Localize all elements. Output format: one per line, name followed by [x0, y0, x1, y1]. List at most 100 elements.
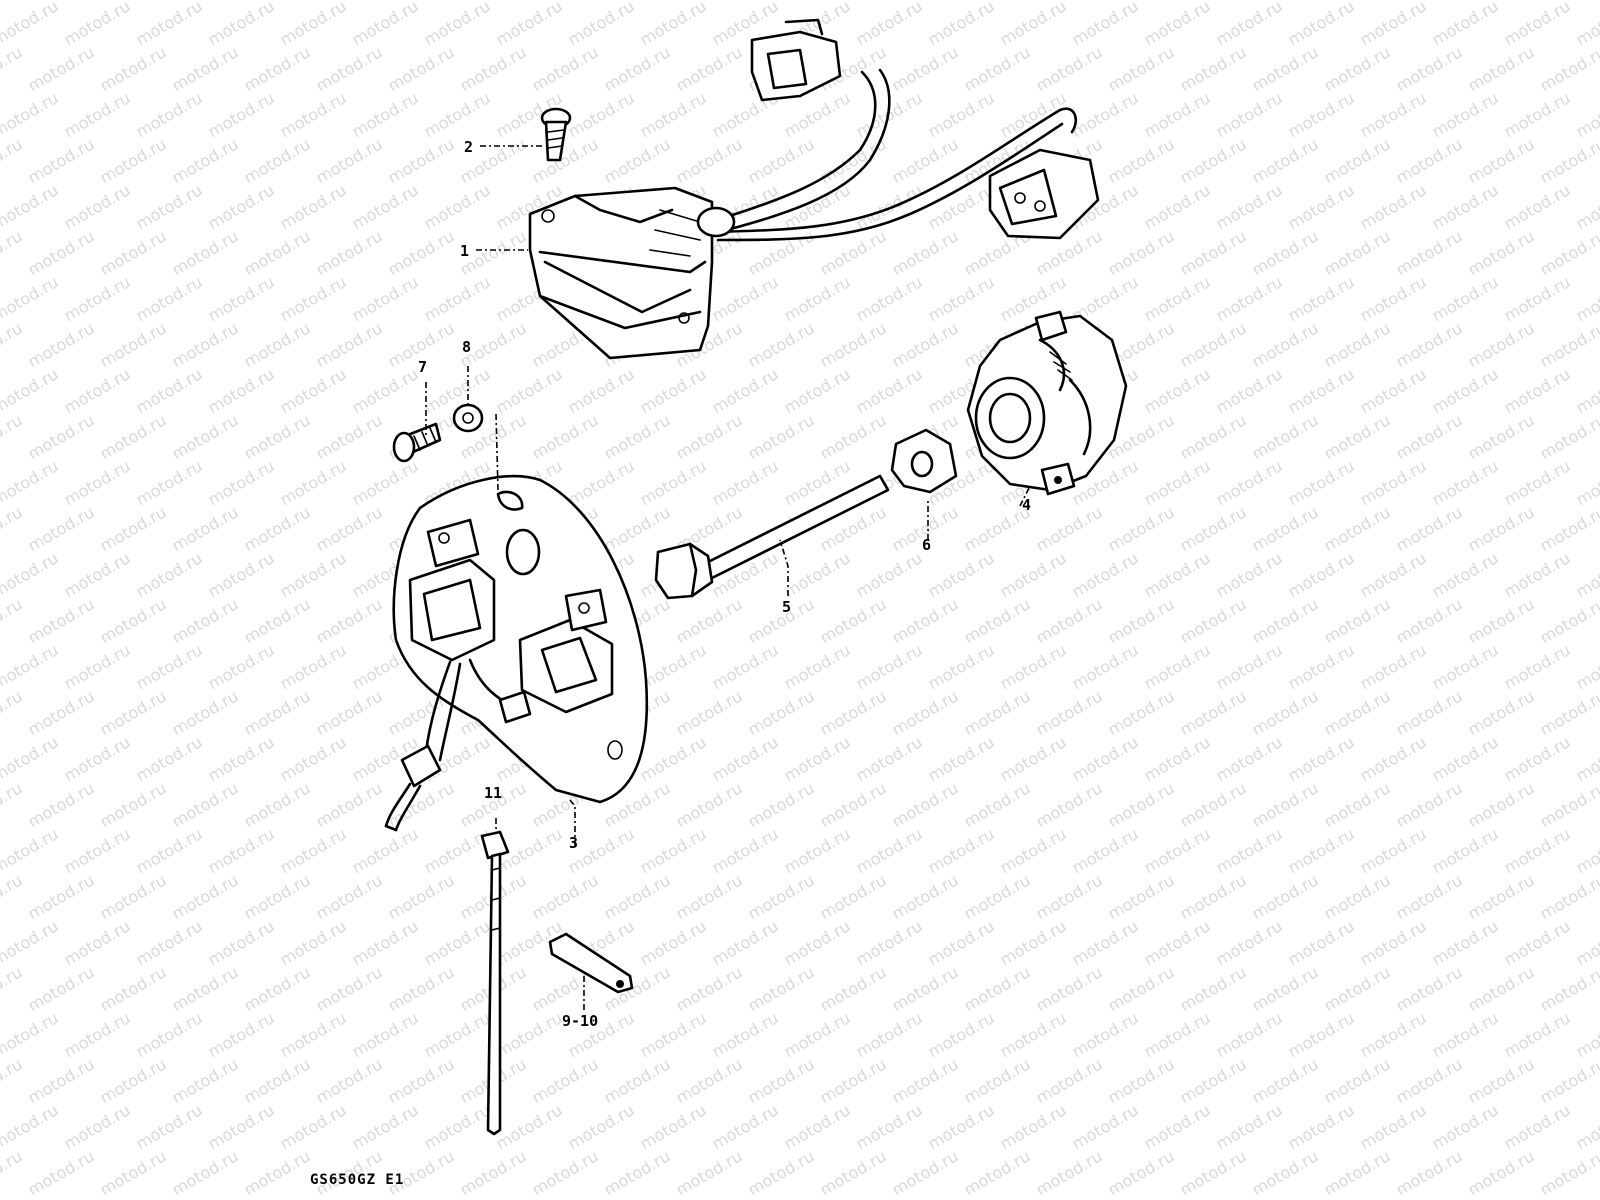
watermark-text: motod.ru [1141, 88, 1214, 141]
watermark-text: motod.ru [529, 134, 602, 187]
watermark-text: motod.ru [1573, 916, 1600, 969]
watermark-text: motod.ru [1249, 42, 1322, 95]
watermark-text: motod.ru [1213, 456, 1286, 509]
watermark-text: motod.ru [61, 824, 134, 877]
watermark-text: motod.ru [0, 1008, 62, 1061]
watermark-text: motod.ru [1033, 686, 1106, 739]
watermark-text: motod.ru [169, 226, 242, 279]
watermark-text: motod.ru [61, 180, 134, 233]
watermark-text: motod.ru [1501, 548, 1574, 601]
watermark-text: motod.ru [97, 502, 170, 555]
watermark-text: motod.ru [1177, 318, 1250, 371]
watermark-text: motod.ru [1465, 962, 1538, 1015]
watermark-text: motod.ru [205, 548, 278, 601]
part-3-signal-generator-plate [384, 474, 649, 832]
watermark-text: motod.ru [349, 1100, 422, 1153]
watermark-text: motod.ru [529, 0, 602, 3]
watermark-text: motod.ru [0, 0, 26, 3]
watermark-text: motod.ru [637, 1100, 710, 1153]
callout-4: 4 [1022, 496, 1031, 514]
watermark-text: motod.ru [565, 456, 638, 509]
callout-11: 11 [484, 784, 502, 802]
watermark-text: motod.ru [1249, 226, 1322, 279]
watermark-text: motod.ru [25, 1146, 98, 1199]
watermark-text: motod.ru [349, 824, 422, 877]
watermark-text: motod.ru [133, 272, 206, 325]
watermark-text: motod.ru [817, 962, 890, 1015]
watermark-text: motod.ru [349, 456, 422, 509]
watermark-text: motod.ru [1213, 364, 1286, 417]
watermark-text: motod.ru [889, 778, 962, 831]
watermark-text: motod.ru [1357, 732, 1430, 785]
watermark-text: motod.ru [277, 548, 350, 601]
watermark-text: motod.ru [601, 0, 674, 3]
watermark-text: motod.ru [1177, 686, 1250, 739]
watermark-text: motod.ru [925, 548, 998, 601]
watermark-text: motod.ru [1249, 134, 1322, 187]
watermark-text: motod.ru [961, 870, 1034, 923]
watermark-text: motod.ru [565, 88, 638, 141]
watermark-text: motod.ru [925, 1008, 998, 1061]
watermark-text: motod.ru [277, 1008, 350, 1061]
watermark-text: motod.ru [1105, 226, 1178, 279]
callout-7: 7 [418, 358, 427, 376]
watermark-text: motod.ru [673, 410, 746, 463]
watermark-text: motod.ru [1033, 0, 1106, 3]
watermark-text: motod.ru [529, 410, 602, 463]
watermark-text: motod.ru [745, 1146, 818, 1199]
watermark-text: motod.ru [349, 364, 422, 417]
watermark-text: motod.ru [0, 594, 26, 647]
watermark-text: motod.ru [925, 88, 998, 141]
watermark-text: motod.ru [277, 88, 350, 141]
watermark-text: motod.ru [0, 962, 26, 1015]
watermark-text: motod.ru [1249, 1054, 1322, 1107]
watermark-text: motod.ru [853, 640, 926, 693]
watermark-text: motod.ru [1537, 962, 1600, 1015]
watermark-text: motod.ru [0, 410, 26, 463]
watermark-text: motod.ru [889, 686, 962, 739]
watermark-text: motod.ru [745, 0, 818, 3]
watermark-text: motod.ru [1357, 364, 1430, 417]
part-5-bolt [654, 474, 890, 600]
watermark-text: motod.ru [205, 0, 278, 49]
watermark-text: motod.ru [781, 548, 854, 601]
watermark-text: motod.ru [853, 272, 926, 325]
watermark-text: motod.ru [97, 1146, 170, 1199]
watermark-text: motod.ru [1465, 318, 1538, 371]
watermark-text: motod.ru [205, 180, 278, 233]
watermark-text: motod.ru [25, 686, 98, 739]
watermark-text: motod.ru [205, 456, 278, 509]
watermark-text: motod.ru [241, 778, 314, 831]
watermark-text: motod.ru [0, 916, 62, 969]
part-8-washer [452, 403, 484, 433]
watermark-text: motod.ru [349, 88, 422, 141]
watermark-text: motod.ru [61, 88, 134, 141]
watermark-text: motod.ru [853, 364, 926, 417]
watermark-text: motod.ru [97, 778, 170, 831]
watermark-text: motod.ru [61, 732, 134, 785]
watermark-text: motod.ru [1321, 502, 1394, 555]
watermark-text: motod.ru [1501, 364, 1574, 417]
watermark-text: motod.ru [133, 916, 206, 969]
watermark-text: motod.ru [997, 1008, 1070, 1061]
watermark-text: motod.ru [1429, 640, 1502, 693]
watermark-text: motod.ru [1213, 640, 1286, 693]
watermark-text: motod.ru [1321, 318, 1394, 371]
watermark-text: motod.ru [817, 778, 890, 831]
watermark-text: motod.ru [205, 272, 278, 325]
watermark-text: motod.ru [601, 410, 674, 463]
watermark-text: motod.ru [745, 778, 818, 831]
watermark-text: motod.ru [1321, 134, 1394, 187]
watermark-text: motod.ru [1537, 686, 1600, 739]
watermark-text: motod.ru [133, 732, 206, 785]
watermark-text: motod.ru [277, 916, 350, 969]
watermark-text: motod.ru [1177, 0, 1250, 3]
watermark-text: motod.ru [889, 1054, 962, 1107]
watermark-text: motod.ru [133, 640, 206, 693]
watermark-text: motod.ru [421, 1008, 494, 1061]
watermark-text: motod.ru [1465, 0, 1538, 3]
watermark-text: motod.ru [889, 594, 962, 647]
watermark-text: motod.ru [25, 870, 98, 923]
watermark-text: motod.ru [1393, 686, 1466, 739]
